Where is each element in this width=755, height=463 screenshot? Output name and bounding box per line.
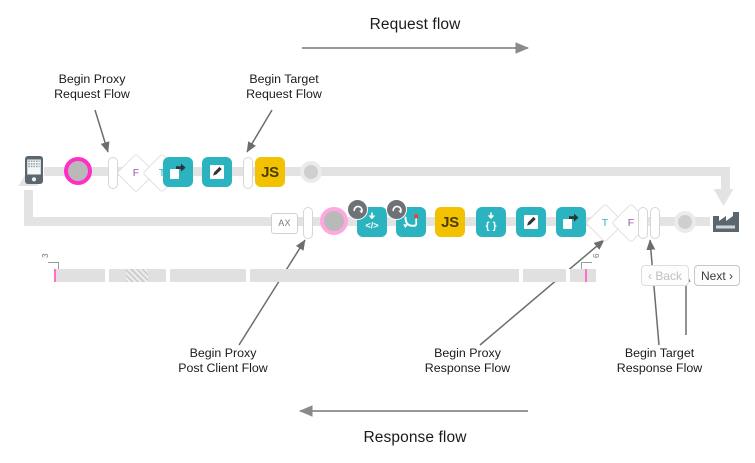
callout-begin-target-response-flow: Begin Target Response Flow	[587, 346, 732, 375]
request-flow-rail	[44, 167, 730, 176]
js-label: JS	[441, 213, 459, 231]
svg-text:{ }: { }	[485, 220, 496, 232]
back-button[interactable]: ‹ Back	[641, 265, 689, 286]
callout-line-1: Begin Target	[624, 346, 695, 360]
end-target-request-marker[interactable]	[300, 161, 322, 183]
javascript-policy-icon[interactable]: JS	[435, 207, 465, 237]
route-policy-icon[interactable]	[163, 157, 193, 187]
js-label: JS	[261, 163, 279, 181]
svg-text:</>: </>	[365, 220, 378, 230]
callout-begin-target-request-flow: Begin Target Request Flow	[214, 72, 354, 101]
callout-begin-proxy-post-client-flow: Begin Proxy Post Client Flow	[148, 346, 298, 375]
ax-label: AX	[278, 218, 291, 228]
callout-line-2: Response Flow	[424, 360, 511, 375]
timeline-segment-gap	[166, 269, 170, 282]
callout-line-1: Begin Proxy	[58, 72, 126, 86]
timeline-track[interactable]	[54, 269, 596, 282]
begin-proxy-post-client-marker[interactable]	[320, 207, 348, 235]
timeline-playhead[interactable]	[54, 269, 56, 282]
request-flow-title: Request flow	[369, 16, 461, 33]
callout-line-1: Begin Target	[249, 72, 319, 86]
revert-icon[interactable]	[386, 199, 407, 220]
callout-begin-proxy-response-flow: Begin Proxy Response Flow	[395, 346, 540, 375]
flow-separator	[303, 207, 313, 239]
timeline-start-label: 3	[41, 253, 50, 258]
condition-label: F	[132, 166, 140, 179]
begin-target-response-marker[interactable]	[674, 211, 696, 233]
timeline-end-label: 6	[592, 253, 601, 258]
timeline-start-bracket	[48, 262, 59, 263]
callout-line-2: Request Flow	[54, 86, 130, 101]
timeline-end-bracket	[581, 262, 592, 263]
flow-separator	[638, 207, 648, 239]
callout-line-2: Request Flow	[246, 86, 322, 101]
mobile-device-icon	[24, 155, 44, 185]
begin-proxy-request-marker[interactable]	[64, 157, 92, 185]
javascript-policy-icon[interactable]: JS	[255, 157, 285, 187]
callout-line-1: Begin Proxy	[434, 346, 501, 360]
timeline-segment-gap	[105, 269, 109, 282]
flow-separator	[243, 157, 253, 189]
timeline-start-bracket-tick	[58, 262, 59, 270]
condition-label: T	[601, 216, 609, 229]
timeline-segment-gap	[566, 269, 570, 282]
timeline-segment-gap	[519, 269, 523, 282]
timeline-segment-hatched[interactable]	[126, 269, 148, 282]
callout-line-2: Post Client Flow	[178, 360, 268, 375]
condition-label: F	[627, 216, 635, 229]
timeline-end-bracket-tick	[581, 262, 582, 270]
response-flow-rail-elbow-h	[24, 217, 64, 226]
callout-line-1: Begin Proxy	[189, 346, 257, 360]
assign-message-policy-icon[interactable]	[202, 157, 232, 187]
response-flow-title: Response flow	[363, 429, 467, 446]
assign-message-policy-icon[interactable]	[516, 207, 546, 237]
response-flow-rail-elbow	[24, 190, 33, 226]
factory-backend-icon	[711, 208, 741, 233]
timeline-segment-gap	[246, 269, 250, 282]
revert-icon[interactable]	[347, 199, 368, 220]
flow-separator	[650, 207, 660, 239]
json-policy-icon[interactable]: { }	[476, 207, 506, 237]
timeline-end-marker[interactable]	[585, 269, 587, 282]
next-button[interactable]: Next ›	[694, 265, 740, 286]
analytics-box[interactable]: AX	[271, 213, 298, 234]
callout-line-2: Response Flow	[616, 360, 703, 375]
callout-begin-proxy-request-flow: Begin Proxy Request Flow	[22, 72, 162, 101]
request-flow-rail-elbow	[721, 167, 730, 191]
route-policy-icon[interactable]	[556, 207, 586, 237]
